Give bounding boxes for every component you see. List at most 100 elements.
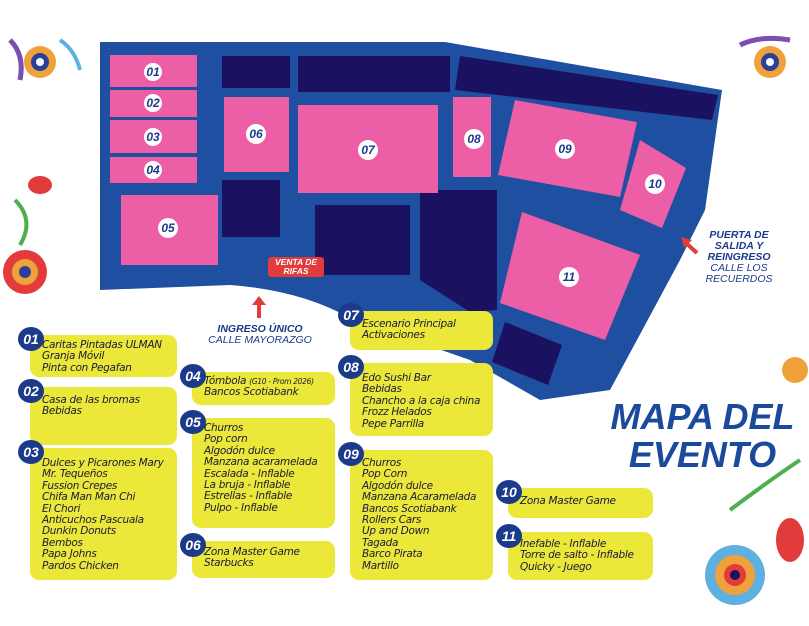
zone-marker: 06 <box>249 127 263 141</box>
list-item: Activaciones <box>362 329 425 342</box>
zone-marker: 09 <box>558 142 572 156</box>
legend-zone-01: 01 Caritas Pintadas ULMAN Granja Móvil P… <box>18 327 177 377</box>
list-item: Bancos Scotiabank <box>362 502 457 515</box>
list-item: Up and Down <box>362 525 430 538</box>
ingreso-title: INGRESO ÚNICO <box>217 323 303 335</box>
list-item: Martillo <box>362 559 399 572</box>
list-item: Mr. Tequeños <box>42 468 108 481</box>
list-item: Papa Johns <box>42 548 97 561</box>
list-item-row: Tómbola (G10 - Prom 2026) <box>204 375 327 387</box>
list-item: Dulces y Picarones Mary <box>42 457 164 469</box>
flower-decoration-top-right <box>738 35 791 78</box>
list-item: Starbucks <box>204 557 254 570</box>
list-item: Rollers Cars <box>362 514 422 527</box>
zone-badge: 07 <box>338 303 364 327</box>
zone-badge: 11 <box>496 524 522 548</box>
zone-badge: 08 <box>338 355 364 379</box>
zone-marker: 01 <box>146 65 160 79</box>
list-item: Pepe Parrilla <box>362 417 424 430</box>
zone-marker: 04 <box>146 163 160 177</box>
entrance-arrow-icon <box>252 296 266 318</box>
list-item: Barco Pirata <box>362 548 423 561</box>
list-item: Zona Master Game <box>520 495 616 507</box>
buildings <box>222 56 718 385</box>
list-item: Tómbola <box>204 375 247 387</box>
list-item: Torre de salto - Inflable <box>520 549 634 562</box>
list-item: Manzana Acaramelada <box>362 491 477 504</box>
list-item: Inefable - Inflable <box>520 538 606 550</box>
list-item: Casa de las bromas <box>42 394 140 406</box>
list-item: Pardos Chicken <box>42 559 119 572</box>
list-item: Escenario Principal <box>362 318 456 330</box>
legend-zone-08: 08 Edo Sushi Bar Bebidas Chancho a la ca… <box>338 355 493 436</box>
zone-badge: 10 <box>496 480 522 504</box>
list-item: Edo Sushi Bar <box>362 372 431 384</box>
list-item: Pop corn <box>204 433 248 446</box>
list-item: Manzana acaramelada <box>204 456 318 469</box>
list-item: Estrellas - Inflable <box>204 490 293 503</box>
list-item: Churros <box>362 457 402 469</box>
salida-label: PUERTA DE SALIDA Y REINGRESO CALLE LOS R… <box>700 230 778 285</box>
list-item: La bruja - Inflable <box>204 479 291 492</box>
list-item: Anticuchos Pascuala <box>42 514 144 527</box>
zone-badge: 09 <box>338 442 364 466</box>
zone-marker: 05 <box>161 221 175 235</box>
legend-zone-04: 04 Tómbola (G10 - Prom 2026) Bancos Scot… <box>180 364 335 405</box>
zone-marker: 10 <box>648 177 662 191</box>
list-item: Escalada - Inflable <box>204 467 295 480</box>
list-item: Fussion Crepes <box>42 479 118 492</box>
flower-decoration-left <box>3 176 52 294</box>
list-item: El Chori <box>42 502 81 515</box>
flower-decoration-bottom-right <box>705 357 808 605</box>
venta-rifas-label: VENTA DE RIFAS <box>268 257 324 277</box>
zone-marker: 08 <box>467 132 481 146</box>
zone-badge: 01 <box>18 327 44 351</box>
zone-note: (G10 - Prom 2026) <box>249 377 314 386</box>
zone-marker: 11 <box>563 270 576 284</box>
ingreso-street: CALLE MAYORAZGO <box>208 334 312 346</box>
list-item: Quicky - Juego <box>520 560 592 573</box>
list-item: Tagada <box>362 536 399 549</box>
zone-markers: 01 02 03 04 05 06 07 08 09 10 11 <box>144 63 665 287</box>
list-item: Bembos <box>42 536 83 549</box>
list-item: Churros <box>204 422 244 434</box>
list-item: Pop Corn <box>362 468 408 481</box>
list-item: Granja Móvil <box>42 350 105 363</box>
list-item: Bebidas <box>42 405 82 418</box>
list-item: Algodón dulce <box>204 444 275 457</box>
list-item: Zona Master Game <box>204 546 300 558</box>
legend-zone-03: 03 Dulces y Picarones Mary Mr. Tequeños … <box>18 440 177 580</box>
zone-badge: 03 <box>18 440 44 464</box>
zone-badge: 02 <box>18 379 44 403</box>
zone-badge: 04 <box>180 364 206 388</box>
salida-title: PUERTA DE SALIDA Y REINGRESO <box>707 229 771 263</box>
flower-decoration-top-left <box>8 38 82 81</box>
legend-zone-06: 06 Zona Master Game Starbucks <box>180 533 335 578</box>
list-item: Pinta con Pegafan <box>42 361 132 374</box>
list-item: Pulpo - Inflable <box>204 501 278 514</box>
zone-marker: 03 <box>146 130 160 144</box>
list-item: Bancos Scotiabank <box>204 386 299 399</box>
legend-zone-07: 07 Escenario Principal Activaciones <box>338 303 493 350</box>
ingreso-label: INGRESO ÚNICO CALLE MAYORAZGO <box>200 324 320 346</box>
list-item: Frozz Helados <box>362 406 432 419</box>
legend-zone-10: 10 Zona Master Game <box>496 480 653 518</box>
list-item: Chifa Man Man Chi <box>42 491 136 504</box>
list-item: Dunkin Donuts <box>42 525 116 538</box>
list-item: Bebidas <box>362 383 402 396</box>
salida-street: CALLE LOS RECUERDOS <box>705 262 773 285</box>
zone-marker: 02 <box>146 96 160 110</box>
list-item: Chancho a la caja china <box>362 394 481 407</box>
exit-arrow-icon <box>681 237 699 255</box>
zone-badge: 05 <box>180 410 206 434</box>
zone-marker: 07 <box>361 143 376 157</box>
legend-zone-05: 05 Churros Pop corn Algodón dulce Manzan… <box>180 410 335 528</box>
list-item: Caritas Pintadas ULMAN <box>42 339 162 351</box>
page-title: MAPA DEL EVENTO <box>610 396 795 475</box>
legend-zone-09: 09 Churros Pop Corn Algodón dulce Manzan… <box>338 442 493 580</box>
legend-zone-11: 11 Inefable - Inflable Torre de salto - … <box>496 524 653 580</box>
legend-zone-02: 02 Casa de las bromas Bebidas <box>18 379 177 445</box>
zone-badge: 06 <box>180 533 206 557</box>
